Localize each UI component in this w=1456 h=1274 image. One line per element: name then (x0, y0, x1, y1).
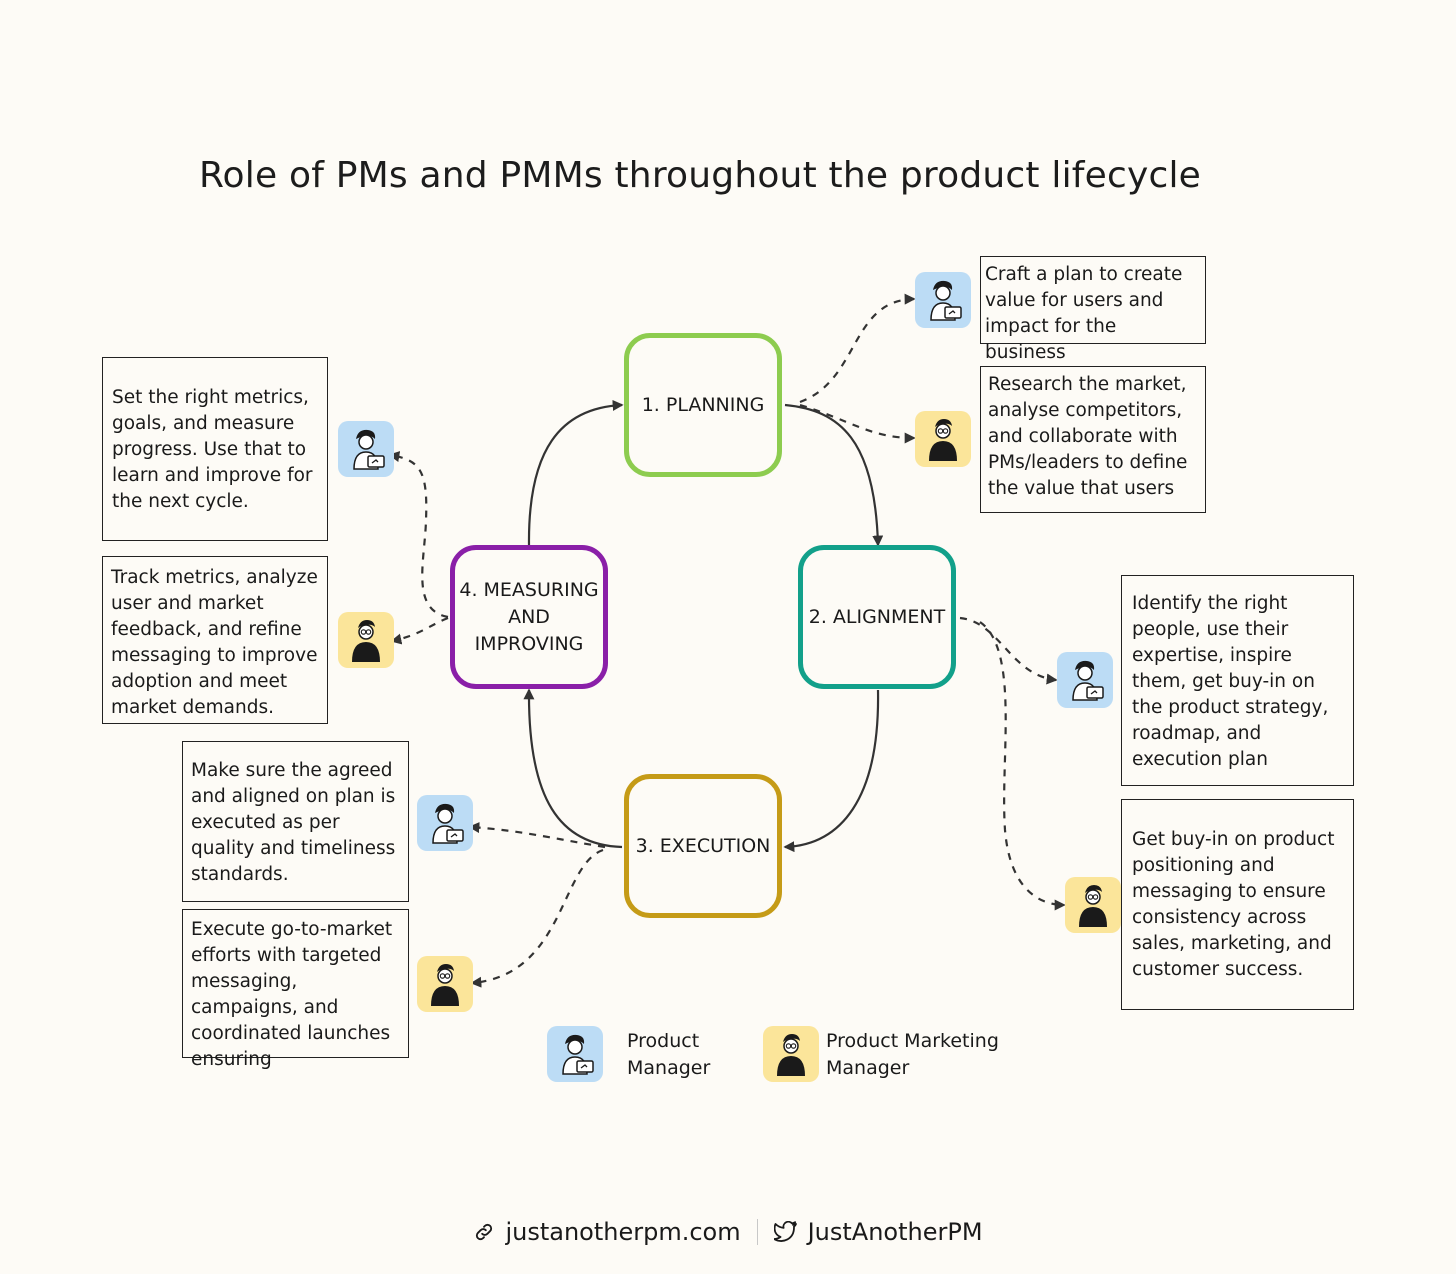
product-marketing-manager-avatar-icon (417, 956, 473, 1012)
twitter-handle: JustAnotherPM (807, 1218, 983, 1246)
product-manager-avatar-icon (1057, 652, 1113, 708)
cycle-arrow-execution-to-measuring (523, 688, 623, 849)
note-execution-pm: Make sure the agreed and aligned on plan… (182, 741, 409, 902)
legend-product-manager-icon (547, 1026, 603, 1082)
dashed-arrow-alignment-pm (959, 616, 1058, 685)
website-text: justanotherpm.com (505, 1218, 741, 1246)
cycle-arrow-measuring-to-planning (527, 399, 624, 546)
note-alignment-pm: Identify the right people, use their exp… (1121, 575, 1354, 786)
dashed-arrow-planning-pmm (799, 403, 916, 444)
stage-execution: 3. EXECUTION (624, 774, 782, 918)
dashed-arrow-planning-pm (799, 293, 916, 404)
dashed-arrow-measuring-pm (388, 451, 449, 619)
dashed-arrow-alignment-pmm (979, 621, 1066, 911)
dashed-arrow-execution-pm (468, 822, 606, 849)
stage-alignment: 2. ALIGNMENT (798, 545, 956, 689)
note-planning-pm: Craft a plan to create value for users a… (980, 256, 1206, 363)
cycle-arrow-alignment-to-execution (783, 689, 880, 853)
stage-measuring-and-improving: 4. MEASURING AND IMPROVING (450, 545, 608, 689)
product-manager-avatar-icon (417, 795, 473, 851)
product-manager-avatar-icon (338, 421, 394, 477)
note-measuring-pm: Set the right metrics, goals, and measur… (102, 357, 328, 541)
twitter-link[interactable]: JustAnotherPM (773, 1218, 983, 1246)
dashed-arrow-execution-pmm (470, 848, 604, 988)
footer-divider (756, 1219, 758, 1245)
dashed-arrow-measuring-pmm (390, 616, 449, 645)
product-marketing-manager-avatar-icon (915, 411, 971, 467)
legend-product-marketing-manager-icon (763, 1026, 819, 1082)
link-icon (473, 1221, 495, 1243)
website-link[interactable]: justanotherpm.com (473, 1218, 741, 1246)
twitter-bird-icon (773, 1221, 798, 1243)
legend-product-marketing-manager-label: Product Marketing Manager (826, 1030, 999, 1079)
note-measuring-pmm: Track metrics, analyze user and market f… (102, 556, 328, 724)
stage-planning: 1. PLANNING (624, 333, 782, 477)
product-marketing-manager-avatar-icon (1065, 877, 1121, 933)
note-planning-pmm: Research the market, analyse competitors… (980, 366, 1206, 513)
product-marketing-manager-avatar-icon (338, 612, 394, 668)
product-manager-avatar-icon (915, 272, 971, 328)
diagram-title: Role of PMs and PMMs throughout the prod… (198, 155, 1202, 196)
footer: justanotherpm.com JustAnotherPM (0, 1214, 1456, 1250)
note-execution-pmm: Execute go-to-market efforts with target… (182, 909, 409, 1070)
legend-product-manager-label: Product Manager (627, 1030, 711, 1079)
note-alignment-pmm: Get buy-in on product positioning and me… (1121, 799, 1354, 1010)
cycle-arrow-planning-to-alignment (784, 403, 884, 547)
